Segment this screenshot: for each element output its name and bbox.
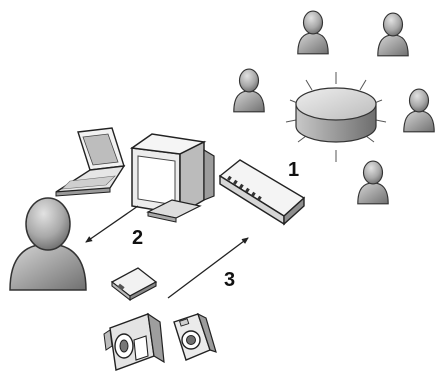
person-icon xyxy=(357,160,389,205)
network-switch-icon xyxy=(218,159,306,226)
radiating-lines xyxy=(285,72,387,162)
laptop-icon xyxy=(55,127,126,197)
step-label-1: 1 xyxy=(288,159,299,181)
step-label-2: 2 xyxy=(132,227,143,249)
step-label-3: 3 xyxy=(224,269,235,291)
photo-camera-icon xyxy=(173,312,217,361)
memory-card-icon xyxy=(110,267,158,302)
arrow-camera-to-switch xyxy=(167,237,249,299)
arrow-computer-to-user xyxy=(85,205,139,243)
meeting-group xyxy=(233,10,435,205)
person-icon xyxy=(377,12,409,57)
large-person-icon xyxy=(9,197,87,291)
person-icon xyxy=(403,88,435,133)
person-icon xyxy=(297,10,329,55)
person-icon xyxy=(233,68,265,113)
desktop-computer-icon xyxy=(129,133,215,223)
conference-table-icon xyxy=(295,87,377,143)
video-camera-icon xyxy=(103,312,165,371)
